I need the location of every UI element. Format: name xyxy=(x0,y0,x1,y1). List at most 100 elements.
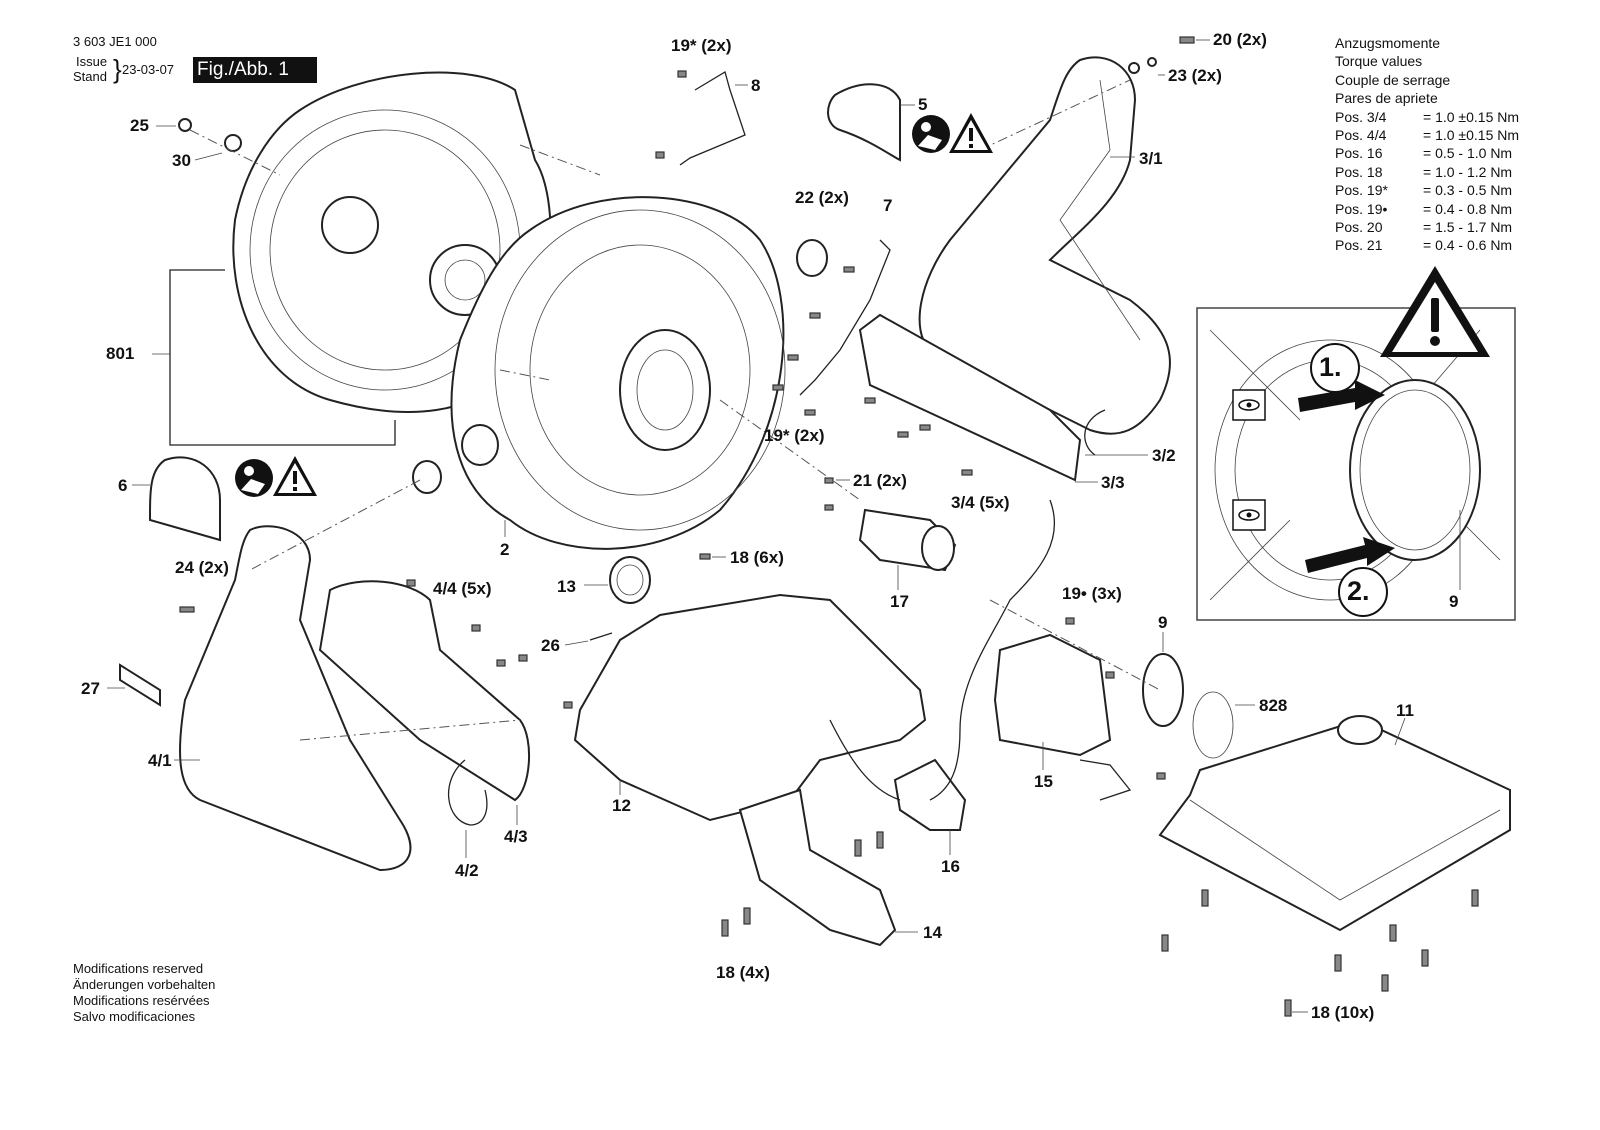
date: 23-03-07 xyxy=(122,62,175,77)
callout-24: 24 (2x) xyxy=(175,558,229,577)
callout-6: 6 xyxy=(118,476,128,495)
footer-line: Änderungen vorbehalten xyxy=(73,977,216,992)
leader-lines xyxy=(107,39,1406,1013)
step-1-label: 1. xyxy=(1319,352,1342,382)
figure-label: Fig./Abb. 1 xyxy=(193,57,317,83)
callout-13: 13 xyxy=(557,577,576,596)
manual-icon xyxy=(235,459,273,497)
inset-detail-box xyxy=(1196,266,1516,621)
callout-4-3: 4/3 xyxy=(504,827,528,846)
torque-row: Pos. 21 = 0.4 - 0.6 Nm xyxy=(1335,236,1519,254)
callout-19b: 19* (2x) xyxy=(764,426,825,445)
issue-label: Issue xyxy=(76,54,108,69)
torque-title-es: Pares de apriete xyxy=(1335,90,1438,107)
torque-value: = 1.0 - 1.2 Nm xyxy=(1423,163,1513,180)
callout-18b: 18 (4x) xyxy=(716,963,770,982)
torque-row: Pos. 19* = 0.3 - 0.5 Nm xyxy=(1335,181,1519,199)
torque-value: = 1.0 ±0.15 Nm xyxy=(1423,108,1520,125)
torque-row: Pos. 16 = 0.5 - 1.0 Nm xyxy=(1335,144,1519,162)
part-11-baseplate xyxy=(1158,718,1511,932)
part-3-2-shell xyxy=(858,313,1082,482)
torque-pos: Pos. 21 xyxy=(1335,237,1383,254)
part-13-gear xyxy=(609,556,651,604)
part-15-housing xyxy=(993,633,1112,757)
part-6-cap xyxy=(148,456,221,542)
part-5-cap xyxy=(827,83,901,162)
callout-14: 14 xyxy=(923,923,942,942)
footer-line: Salvo modificaciones xyxy=(73,1009,196,1024)
callout-20: 20 (2x) xyxy=(1213,30,1267,49)
part-12-base xyxy=(573,593,927,822)
callout-5: 5 xyxy=(918,95,928,114)
torque-pos: Pos. 4/4 xyxy=(1335,127,1387,144)
torque-row: Pos. 3/4 = 1.0 ±0.15 Nm xyxy=(1335,108,1519,126)
torque-value: = 1.5 - 1.7 Nm xyxy=(1423,219,1513,236)
torque-pos: Pos. 20 xyxy=(1335,219,1383,236)
part-3-1-handle xyxy=(918,56,1171,435)
torque-title-fr: Couple de serrage xyxy=(1335,71,1451,88)
torque-pos: Pos. 19* xyxy=(1335,182,1388,199)
callout-19c: 19• (3x) xyxy=(1062,584,1122,603)
callout-3-1: 3/1 xyxy=(1139,149,1163,168)
part-7-bracket xyxy=(799,239,891,396)
eye-icon xyxy=(1232,389,1266,421)
part-4-1-handle xyxy=(179,525,412,872)
torque-row: Pos. 4/4= 1.0 ±0.15 Nm xyxy=(1335,126,1519,144)
part-number: 3 603 JE1 000 xyxy=(73,34,157,49)
brace: } xyxy=(113,54,122,84)
footer-line: Modifications resérvées xyxy=(73,993,210,1008)
manual-icon xyxy=(912,115,950,153)
callout-22: 22 (2x) xyxy=(795,188,849,207)
callout-23: 23 (2x) xyxy=(1168,66,1222,85)
callout-18a: 18 (6x) xyxy=(730,548,784,567)
footer-line: Modifications reserved xyxy=(73,961,204,976)
callout-26: 26 xyxy=(541,636,560,655)
part-9-ring xyxy=(1142,653,1184,727)
part-14-rail xyxy=(738,788,897,947)
torque-title-de: Anzugsmomente xyxy=(1335,35,1441,51)
callout-3-4: 3/4 (5x) xyxy=(951,493,1010,512)
torque-value: = 0.4 - 0.8 Nm xyxy=(1423,200,1513,217)
callout-9a: 9 xyxy=(1158,613,1168,632)
step-2-label: 2. xyxy=(1347,576,1370,606)
callout-12: 12 xyxy=(612,796,631,815)
callout-828: 828 xyxy=(1259,696,1288,715)
callout-15: 15 xyxy=(1034,772,1053,791)
torque-pos: Pos. 16 xyxy=(1335,145,1383,162)
torque-pos: Pos. 3/4 xyxy=(1335,108,1387,125)
torque-value: = 0.3 - 0.5 Nm xyxy=(1423,182,1513,199)
callout-30: 30 xyxy=(172,151,191,170)
callout-3-2: 3/2 xyxy=(1152,446,1176,465)
callout-16: 16 xyxy=(941,857,960,876)
callout-25: 25 xyxy=(130,116,149,135)
part-16-switch xyxy=(893,758,967,831)
torque-value: = 0.5 - 1.0 Nm xyxy=(1423,145,1513,162)
callout-4-2: 4/2 xyxy=(455,861,479,880)
callout-11: 11 xyxy=(1396,701,1414,720)
torque-row: Pos. 19•= 0.4 - 0.8 Nm xyxy=(1335,200,1519,218)
stand-label: Stand xyxy=(73,69,107,84)
callout-17: 17 xyxy=(890,592,909,611)
footer-notes: Modifications reserved Änderungen vorbeh… xyxy=(73,961,215,1025)
eye-icon xyxy=(1232,499,1266,531)
callout-27: 27 xyxy=(81,679,100,698)
torque-row: Pos. 18 = 1.0 - 1.2 Nm xyxy=(1335,163,1519,181)
callout-7: 7 xyxy=(883,196,893,215)
callout-8: 8 xyxy=(751,76,761,95)
torque-value: = 0.4 - 0.6 Nm xyxy=(1423,237,1513,254)
warning-icon xyxy=(273,456,317,496)
part-22-ring xyxy=(796,239,828,277)
callout-9b: 9 xyxy=(1449,592,1459,611)
torque-table: Anzugsmomente Torque values Couple de se… xyxy=(1335,34,1519,255)
callout-3-3: 3/3 xyxy=(1101,473,1125,492)
part-27-plate xyxy=(119,663,161,707)
part-2-housing xyxy=(450,196,786,550)
torque-row: Pos. 20 = 1.5 - 1.7 Nm xyxy=(1335,218,1519,236)
torque-pos: Pos. 18 xyxy=(1335,163,1383,180)
callout-19a: 19* (2x) xyxy=(671,36,732,55)
part-828-ring xyxy=(1192,691,1234,759)
part-8-bracket xyxy=(679,71,746,166)
warning-icon xyxy=(949,113,993,153)
callout-2: 2 xyxy=(500,540,510,559)
